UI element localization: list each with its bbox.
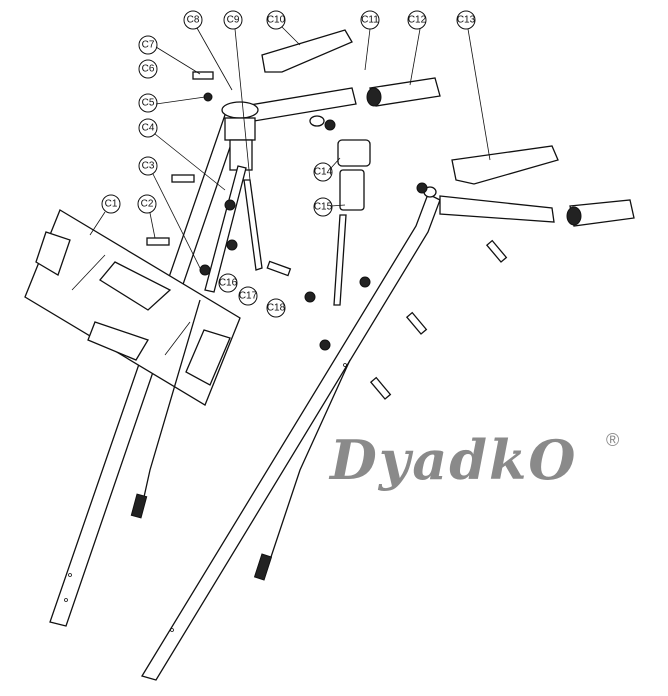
callout-label: C13: [457, 15, 476, 26]
bushing-c15: [333, 169, 365, 306]
callout-c7: C7: [138, 35, 158, 55]
grip-c12: [366, 77, 441, 107]
right-handle-bar: [423, 186, 555, 223]
callout-c6: C6: [138, 59, 158, 79]
callout-label: C10: [267, 15, 286, 26]
callout-label: C1: [105, 199, 118, 210]
callout-c5: C5: [138, 93, 158, 113]
callout-label: C4: [142, 123, 155, 134]
callout-label: C11: [361, 15, 379, 26]
callout-c16: C16: [218, 273, 238, 293]
callout-label: C18: [267, 303, 286, 314]
lever-c13: [451, 145, 559, 185]
callout-c3: C3: [138, 156, 158, 176]
linkage-rod: [243, 179, 263, 271]
callout-c18: C18: [266, 298, 286, 318]
callout-c17: C17: [238, 286, 258, 306]
callout-c9: C9: [223, 10, 243, 30]
callout-label: C15: [314, 202, 333, 213]
callout-label: C5: [142, 98, 155, 109]
callout-label: C16: [219, 278, 238, 289]
callout-c13: C13: [456, 10, 476, 30]
callout-label: C6: [142, 64, 155, 75]
leader-lines: [89, 26, 491, 269]
callout-label: C7: [142, 40, 155, 51]
callout-c12: C12: [407, 10, 427, 30]
callout-label: C8: [187, 15, 200, 26]
callout-label: C12: [408, 15, 427, 26]
right-cable-spring: [253, 553, 273, 581]
callout-c11: C11: [360, 10, 380, 30]
brand-logo: DyadkO: [330, 428, 578, 492]
callout-label: C17: [239, 291, 258, 302]
callout-label: C3: [142, 161, 155, 172]
grip-right: [566, 199, 635, 227]
fasteners: [146, 71, 508, 400]
right-cable: [264, 359, 351, 576]
callout-c10: C10: [266, 10, 286, 30]
control-panel: [24, 209, 241, 406]
callout-c15: C15: [313, 197, 333, 217]
callout-label: C2: [141, 199, 154, 210]
registered-mark: ®: [606, 430, 620, 450]
bushing-c14: [337, 139, 371, 167]
callout-c4: C4: [138, 118, 158, 138]
callout-c14: C14: [313, 162, 333, 182]
callout-label: C14: [314, 167, 333, 178]
callout-c1: C1: [101, 194, 121, 214]
lever-c10: [261, 29, 353, 73]
callout-label: C9: [227, 15, 240, 26]
left-cable-spring: [130, 493, 148, 519]
callout-c2: C2: [137, 194, 157, 214]
callout-c8: C8: [183, 10, 203, 30]
